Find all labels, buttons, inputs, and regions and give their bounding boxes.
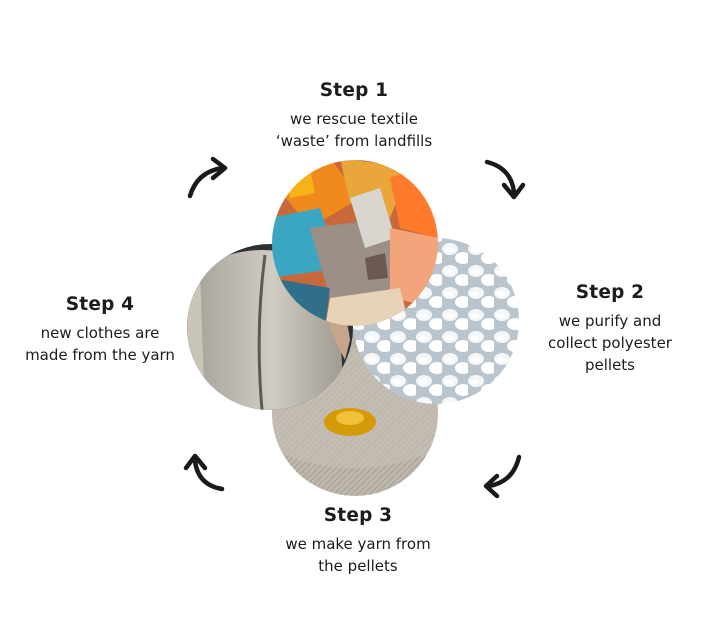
step-description-line: the pellets	[318, 557, 398, 575]
step-3: Step 3 we make yarn from the pellets	[248, 505, 468, 577]
step-description-line: ‘waste’ from landfills	[275, 132, 433, 150]
step-4: Step 4 new clothes are made from the yar…	[0, 294, 200, 366]
step-description-line: we rescue textile	[289, 110, 419, 128]
step-description-line: collect polyester	[548, 334, 672, 352]
step-title: Step 1	[319, 80, 389, 101]
step-2: Step 2 we purify and collect polyester p…	[510, 282, 708, 376]
step-description-line: we purify and	[558, 312, 662, 330]
step-description-line: new clothes are	[40, 324, 160, 342]
step-title: Step 3	[323, 505, 393, 526]
textile-waste-photo	[272, 160, 438, 326]
step-title: Step 2	[575, 282, 645, 303]
arrow-curved-icon	[187, 156, 228, 199]
step-1: Step 1 we rescue textile ‘waste’ from la…	[244, 80, 464, 152]
arrow-curved-icon	[183, 453, 225, 492]
step-title: Step 4	[65, 294, 135, 315]
step-description-line: we make yarn from	[285, 535, 431, 553]
arrow-curved-icon	[483, 454, 522, 499]
step-description-line: pellets	[584, 356, 635, 374]
arrow-curved-icon	[484, 159, 526, 200]
step-description-line: made from the yarn	[25, 346, 175, 364]
